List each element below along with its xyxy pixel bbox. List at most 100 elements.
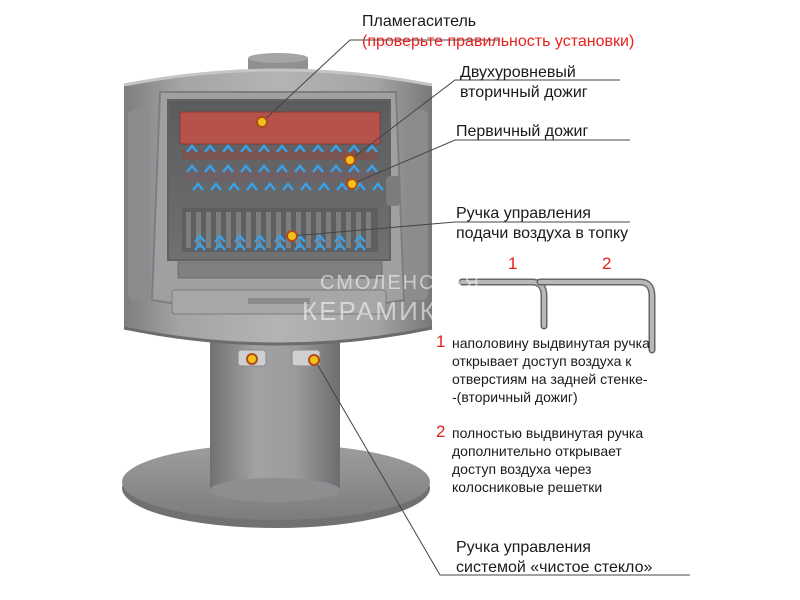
- label-secondary-1: Двухуровневый: [460, 64, 576, 81]
- label-clean-glass-2: системой «чистое стекло»: [456, 559, 653, 576]
- primary-flame-arrow: [194, 242, 206, 251]
- stove-pedestal: [210, 340, 340, 502]
- secondary-flame-arrow: [354, 182, 366, 191]
- grate-bar: [266, 212, 271, 248]
- note-2-line-2: дополнительно открывает: [452, 443, 622, 459]
- grate-bar: [366, 212, 371, 248]
- grate-bar: [316, 212, 321, 248]
- secondary-flame-arrows: [186, 144, 384, 191]
- grate-bar: [206, 212, 211, 248]
- grate-bar: [286, 212, 291, 248]
- secondary-flame-arrow: [276, 144, 288, 153]
- primary-flame-arrow: [214, 234, 226, 243]
- secondary-flame-arrow: [348, 144, 360, 153]
- primary-flame-arrow: [274, 234, 286, 243]
- label-air-control-2: подачи воздуха в топку: [456, 225, 629, 242]
- secondary-flame-arrow: [186, 164, 198, 173]
- grate-bar: [256, 212, 261, 248]
- note-2-line-3: доступ воздуха через: [452, 461, 592, 477]
- primary-flame-arrow: [254, 234, 266, 243]
- secondary-flame-arrow: [366, 164, 378, 173]
- note-2-line-1: полностью выдвинутая ручка: [452, 425, 644, 441]
- secondary-flame-arrow: [300, 182, 312, 191]
- secondary-flame-arrow: [258, 144, 270, 153]
- handle-position-1: 1: [508, 254, 518, 273]
- secondary-flame-arrow: [192, 182, 204, 191]
- secondary-flame-arrow: [210, 182, 222, 191]
- note-1-line-3: отверстиям на задней стенке-: [452, 371, 648, 387]
- label-clean-glass-1: Ручка управления: [456, 539, 591, 556]
- secondary-flame-arrow: [228, 182, 240, 191]
- grate-bar: [216, 212, 221, 248]
- primary-flame-arrow: [354, 234, 366, 243]
- watermark-line-1: СМОЛЕНСКАЯ: [320, 272, 481, 294]
- primary-flame-arrow: [354, 242, 366, 251]
- leader-lines: [261, 39, 690, 576]
- grate-bar: [306, 212, 311, 248]
- grate-bar: [226, 212, 231, 248]
- label-secondary-2: вторичный дожиг: [460, 84, 588, 101]
- grate-bar: [186, 212, 191, 248]
- grate-bar: [296, 212, 301, 248]
- primary-flame-arrow: [214, 242, 226, 251]
- primary-flame-arrow: [234, 242, 246, 251]
- secondary-flame-arrow: [264, 182, 276, 191]
- primary-flame-arrow: [314, 242, 326, 251]
- primary-flame-arrow: [294, 242, 306, 251]
- secondary-burn-rows: [182, 150, 378, 180]
- secondary-flame-arrow: [372, 182, 384, 191]
- secondary-flame-arrow: [336, 182, 348, 191]
- secondary-flame-arrow: [258, 164, 270, 173]
- label-primary: Первичный дожиг: [456, 123, 589, 140]
- secondary-flame-arrow: [366, 144, 378, 153]
- secondary-flame-arrow: [312, 164, 324, 173]
- note-1-number: 1: [436, 332, 446, 351]
- primary-flame-arrow: [234, 234, 246, 243]
- note-2-line-4: колосниковые решетки: [452, 479, 603, 495]
- note-1-line-4: -(вторичный дожиг): [452, 389, 578, 405]
- secondary-flame-arrow: [276, 164, 288, 173]
- primary-flame-arrow: [334, 242, 346, 251]
- secondary-flame-arrow: [240, 144, 252, 153]
- secondary-flame-arrow: [330, 144, 342, 153]
- label-air-control-1: Ручка управления: [456, 205, 591, 222]
- label-flame-arrester-note: (проверьте правильность установки): [362, 33, 635, 50]
- secondary-flame-arrow: [246, 182, 258, 191]
- flame-arrester-plate: [179, 111, 381, 145]
- label-flame-arrester: Пламегаситель: [362, 13, 477, 30]
- secondary-flame-arrow: [222, 164, 234, 173]
- secondary-flame-arrow: [312, 144, 324, 153]
- primary-flame-arrow: [194, 234, 206, 243]
- watermark-line-2: КЕРАМИКА: [302, 296, 457, 326]
- callout-markers: [246, 116, 358, 366]
- primary-flame-arrows: [194, 234, 366, 251]
- primary-flame-arrow: [294, 234, 306, 243]
- primary-flame-arrow: [334, 234, 346, 243]
- secondary-flame-arrow: [204, 144, 216, 153]
- secondary-flame-arrow: [318, 182, 330, 191]
- secondary-flame-arrow: [348, 164, 360, 173]
- grate-bar: [326, 212, 331, 248]
- secondary-flame-arrow: [282, 182, 294, 191]
- ash-drawer: [171, 261, 387, 315]
- grate-bar: [196, 212, 201, 248]
- secondary-flame-arrow: [294, 164, 306, 173]
- secondary-flame-arrow: [222, 144, 234, 153]
- grate-bar: [276, 212, 281, 248]
- grate-bar: [236, 212, 241, 248]
- secondary-flame-arrow: [330, 164, 342, 173]
- handle-position-2: 2: [602, 254, 612, 273]
- secondary-flame-arrow: [240, 164, 252, 173]
- primary-flame-arrow: [254, 242, 266, 251]
- secondary-flame-arrow: [294, 144, 306, 153]
- grate-bar: [246, 212, 251, 248]
- primary-flame-arrow: [314, 234, 326, 243]
- secondary-flame-arrow: [186, 144, 198, 153]
- note-1-line-1: наполовину выдвинутая ручка: [452, 335, 650, 351]
- grate-bar: [336, 212, 341, 248]
- note-2-number: 2: [436, 422, 446, 441]
- note-1-line-2: открывает доступ воздуха к: [452, 353, 632, 369]
- primary-flame-arrow: [274, 242, 286, 251]
- grate-bar: [346, 212, 351, 248]
